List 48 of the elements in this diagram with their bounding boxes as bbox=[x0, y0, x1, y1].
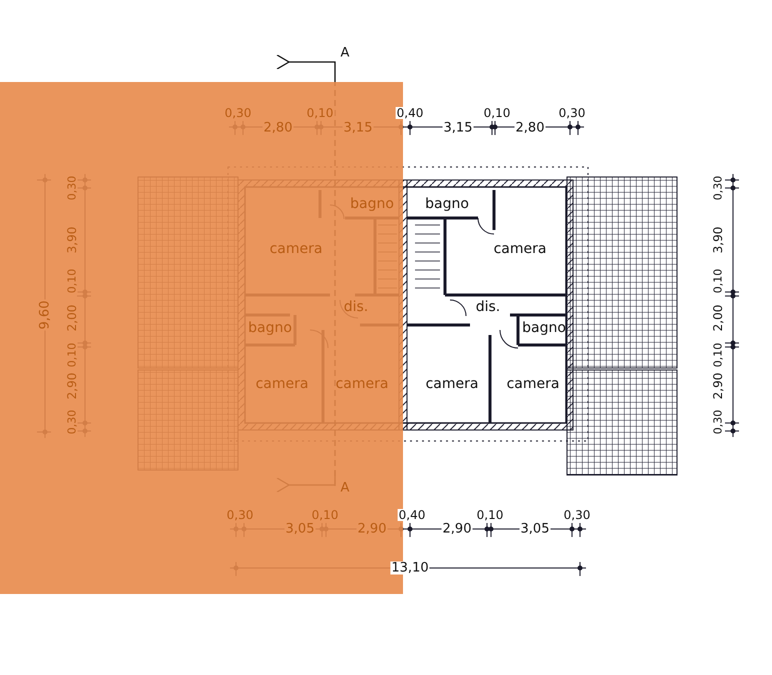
dimension-label: 0,10 bbox=[476, 509, 504, 521]
dimension-label: 2,80 bbox=[514, 122, 546, 134]
dimension-label: 0,10 bbox=[66, 342, 78, 368]
dimension-label: 0,30 bbox=[712, 408, 724, 436]
room-label: camera bbox=[424, 377, 480, 391]
dimension-label: 2,90 bbox=[356, 522, 388, 536]
dimension-label: 3,05 bbox=[284, 522, 316, 536]
dimension-label: 0,10 bbox=[712, 268, 724, 294]
dimension-label: 3,15 bbox=[442, 122, 474, 134]
room-label: dis. bbox=[474, 300, 502, 314]
room-label: camera bbox=[254, 377, 310, 391]
dimension-label: 3,90 bbox=[712, 226, 724, 254]
dimension-label: 0,10 bbox=[482, 107, 512, 119]
dimension-label: 2,90 bbox=[66, 372, 78, 400]
section-marker: A bbox=[340, 46, 350, 60]
dimension-label: 0,40 bbox=[396, 107, 424, 119]
room-label: bagno bbox=[247, 321, 293, 335]
dimension-label: 0,30 bbox=[226, 509, 254, 521]
dimension-label: 2,00 bbox=[66, 304, 78, 332]
dimension-label: 0,10 bbox=[66, 268, 78, 294]
dimension-label: 3,90 bbox=[66, 226, 78, 254]
dimension-label: 2,90 bbox=[712, 372, 724, 400]
dimension-label: 0,30 bbox=[224, 107, 252, 119]
dimension-label: 0,30 bbox=[712, 174, 724, 202]
room-label: camera bbox=[268, 242, 324, 256]
dimension-label: 0,40 bbox=[398, 509, 426, 521]
dimension-label: 9,60 bbox=[38, 300, 52, 330]
room-label: camera bbox=[334, 377, 390, 391]
dimension-label: 0,10 bbox=[712, 342, 724, 368]
dimension-label: 3,05 bbox=[520, 522, 550, 536]
dimension-label: 2,90 bbox=[442, 522, 472, 536]
dimension-label: 0,10 bbox=[306, 107, 334, 119]
dimension-label: 2,80 bbox=[262, 122, 294, 134]
room-label: bagno bbox=[521, 321, 567, 335]
room-label: camera bbox=[506, 377, 560, 391]
dimension-label: 0,30 bbox=[562, 509, 592, 521]
room-label: bagno bbox=[349, 197, 395, 211]
room-label: dis. bbox=[342, 300, 370, 314]
section-marker: A bbox=[340, 482, 350, 494]
dimension-label: 0,10 bbox=[310, 509, 340, 521]
dimension-label: 0,30 bbox=[66, 408, 78, 436]
dimension-label: 0,30 bbox=[66, 174, 78, 202]
room-label: camera bbox=[492, 242, 548, 256]
dimension-label: 13,10 bbox=[390, 562, 430, 574]
room-label: bagno bbox=[424, 197, 470, 211]
dimension-label: 3,15 bbox=[342, 122, 374, 134]
dimension-label: 0,30 bbox=[558, 107, 586, 119]
dimension-label: 2,00 bbox=[712, 304, 724, 332]
